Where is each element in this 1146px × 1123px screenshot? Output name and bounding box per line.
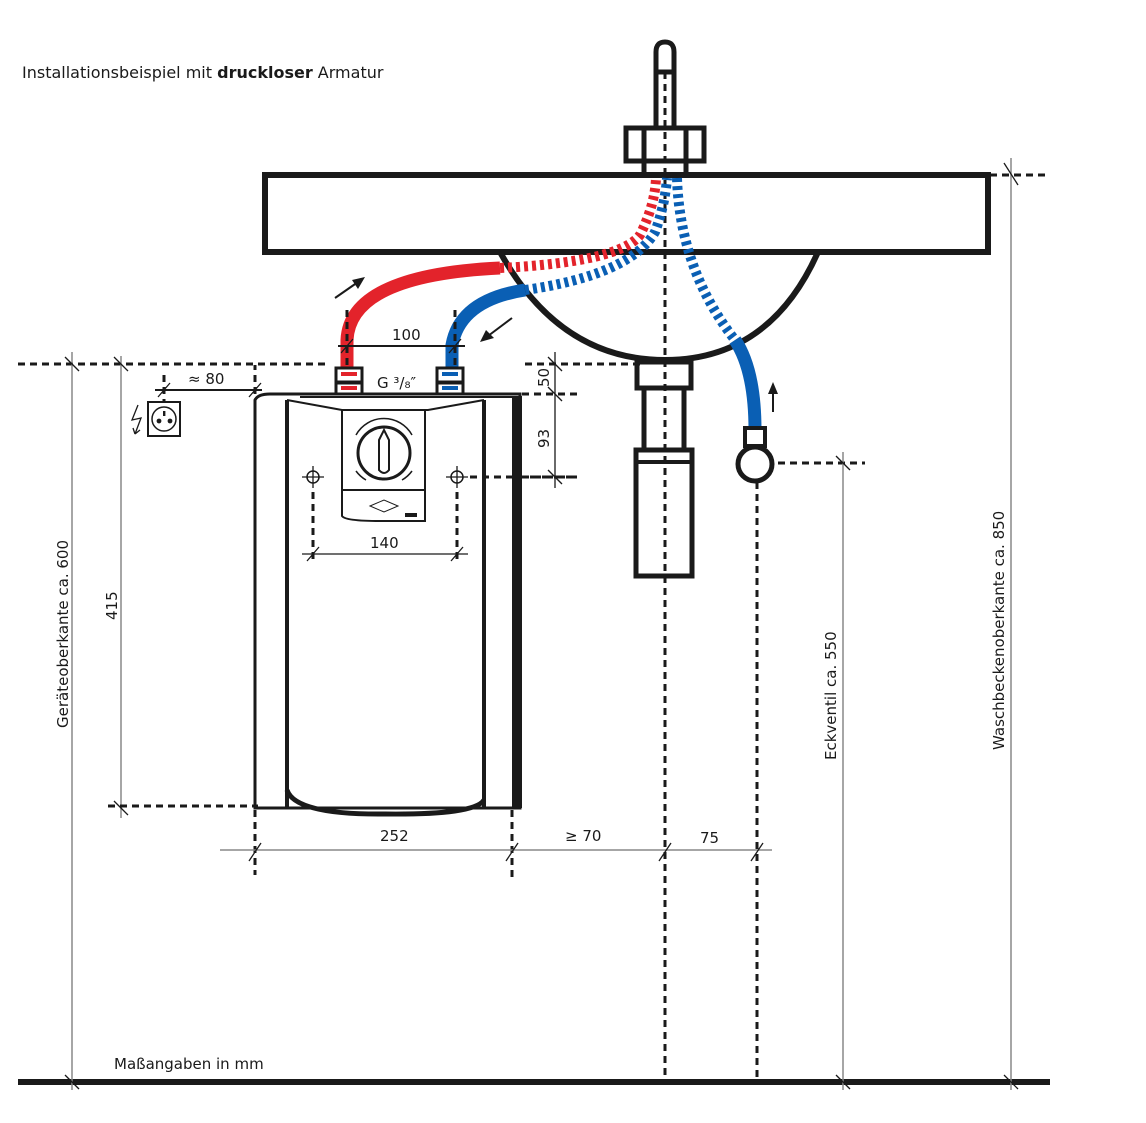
wash-basin-bowl [497,250,821,364]
supply-hose [729,336,762,431]
hot-water-hose [340,261,501,368]
dim-mount-holes: 140 [370,534,399,552]
cold-flow-arrow-icon [480,317,513,342]
cold-water-hose-hidden [524,177,672,295]
dim-valve-offset: 75 [700,829,719,847]
electricity-icon [130,404,143,435]
cold-water-hose [445,283,527,368]
power-socket-icon [147,401,181,437]
dim-side-clearance: ≥ 70 [565,827,601,845]
temperature-knob [355,417,413,481]
siphon [633,359,695,579]
thread-size-label: G ³/₈″ [377,374,416,392]
dim-height-50: 50 [535,368,553,387]
dim-device-height: 415 [103,591,121,620]
label-device-top: Geräteoberkante ca. 600 [54,540,72,728]
hot-flow-arrow-icon [334,277,365,299]
supply-hose-hidden [672,177,739,344]
corner-valve [735,426,775,484]
mount-hole-left [302,466,324,488]
mount-hole-right [446,466,468,488]
hot-water-hose-hidden [499,177,661,273]
dim-height-93: 93 [535,429,553,448]
water-heater [253,392,522,817]
label-basin-top: Waschbeckenoberkante ca. 850 [990,511,1008,750]
cold-water-fitting [435,366,465,396]
label-corner-valve: Eckventil ca. 550 [822,631,840,760]
units-note: Maßangaben in mm [114,1055,264,1073]
dim-socket-offset: ≈ 80 [188,370,224,388]
supply-flow-arrow-icon [768,382,778,412]
diagram-title: Installationsbeispiel mit druckloser Arm… [22,63,384,82]
hot-water-fitting [334,366,364,396]
dim-pipe-spacing: 100 [392,326,421,344]
dim-device-width: 252 [380,827,409,845]
wash-basin-slab [262,172,991,255]
